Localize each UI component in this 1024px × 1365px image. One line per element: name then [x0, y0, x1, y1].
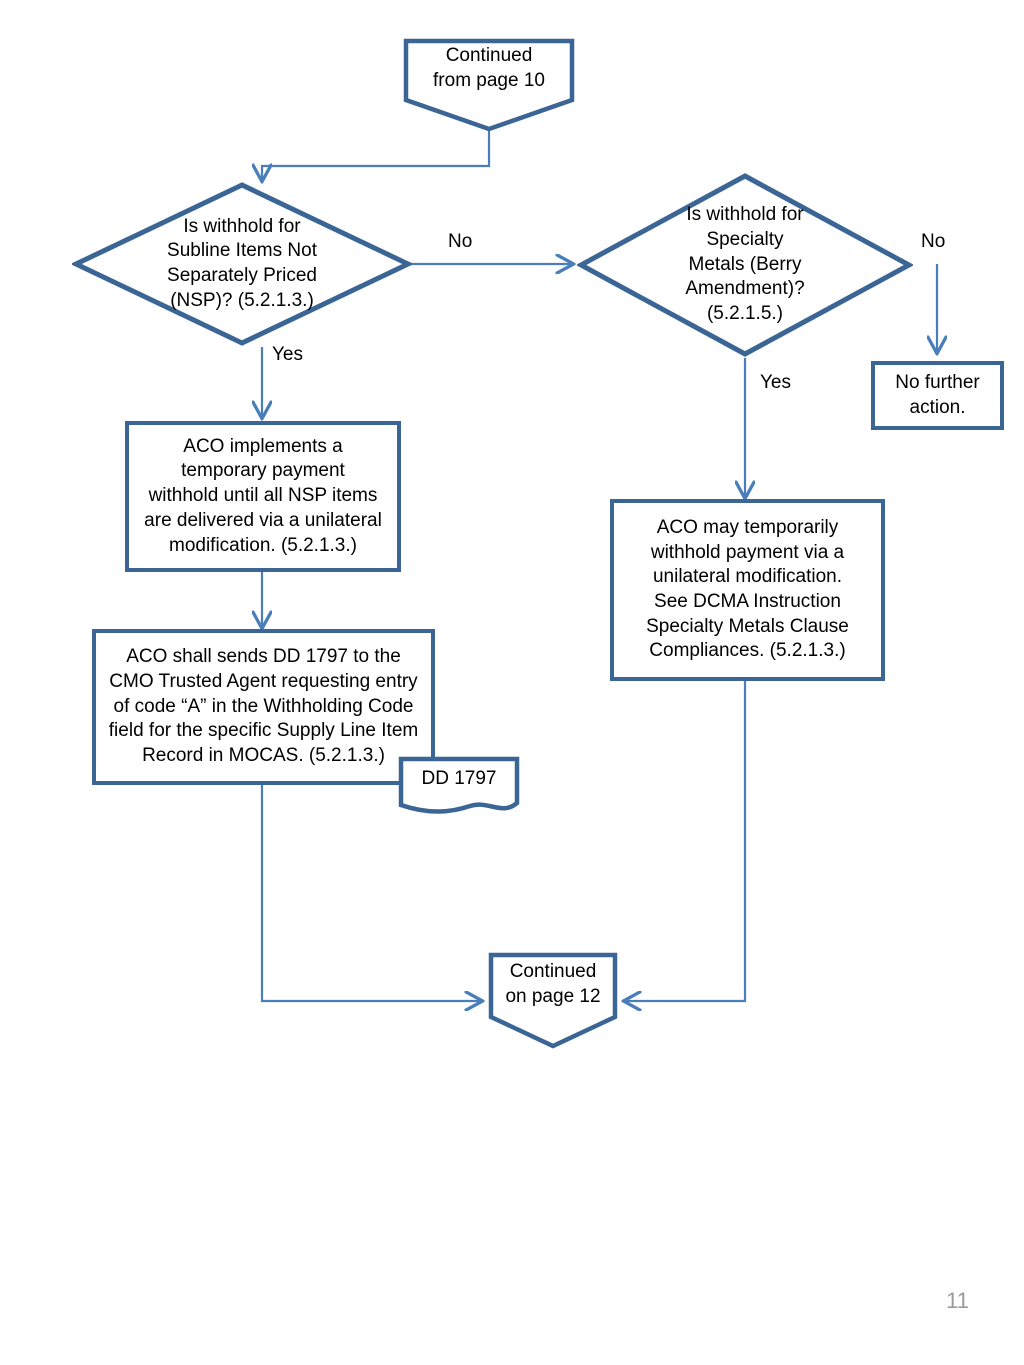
page-number: 11 — [946, 1288, 969, 1313]
node-dd1797-document[interactable]: DD 1797 — [398, 756, 520, 818]
node-aco-sends-dd1797[interactable]: ACO shall sends DD 1797 to the CMO Trust… — [92, 629, 435, 785]
node-label: Continued on page 12 — [505, 960, 601, 1007]
node-label: ACO shall sends DD 1797 to the CMO Trust… — [108, 646, 419, 767]
node-no-further-action[interactable]: No further action. — [871, 361, 1004, 430]
node-label: Continued from page 10 — [433, 45, 545, 91]
node-label: Is withhold for Subline Items Not Separa… — [167, 215, 317, 311]
node-label: ACO may temporarily withhold payment via… — [646, 516, 849, 662]
diamond-shape — [577, 173, 913, 357]
edge-label-nsp-yes: Yes — [272, 344, 303, 365]
node-label: DD 1797 — [421, 768, 497, 789]
node-aco-implements-withhold[interactable]: ACO implements a temporary payment withh… — [125, 421, 401, 572]
edge-label-specialty-no: No — [921, 231, 946, 252]
node-decision-nsp[interactable]: Is withhold for Subline Items Not Separa… — [72, 181, 412, 347]
pentagon-shape — [403, 38, 575, 132]
pentagon-shape — [488, 952, 618, 1049]
node-continued-from-page-10[interactable]: Continued from page 10 — [403, 38, 575, 132]
node-label: ACO implements a temporary payment withh… — [144, 435, 382, 556]
diamond-shape — [72, 182, 412, 346]
wire-right-branch-to-continued — [625, 681, 747, 1001]
wire-start-to-nsp — [262, 131, 491, 180]
node-label: No further action. — [895, 371, 980, 418]
edge-label-specialty-yes: Yes — [760, 372, 791, 393]
node-continued-on-page-12[interactable]: Continued on page 12 — [488, 952, 618, 1049]
node-label: Is withhold for Specialty Metals (Berry … — [685, 204, 805, 325]
node-aco-may-withhold[interactable]: ACO may temporarily withhold payment via… — [610, 499, 885, 681]
edge-label-nsp-no: No — [448, 231, 473, 252]
document-shape — [398, 756, 520, 814]
node-decision-specialty-metals[interactable]: Is withhold for Specialty Metals (Berry … — [577, 172, 913, 358]
